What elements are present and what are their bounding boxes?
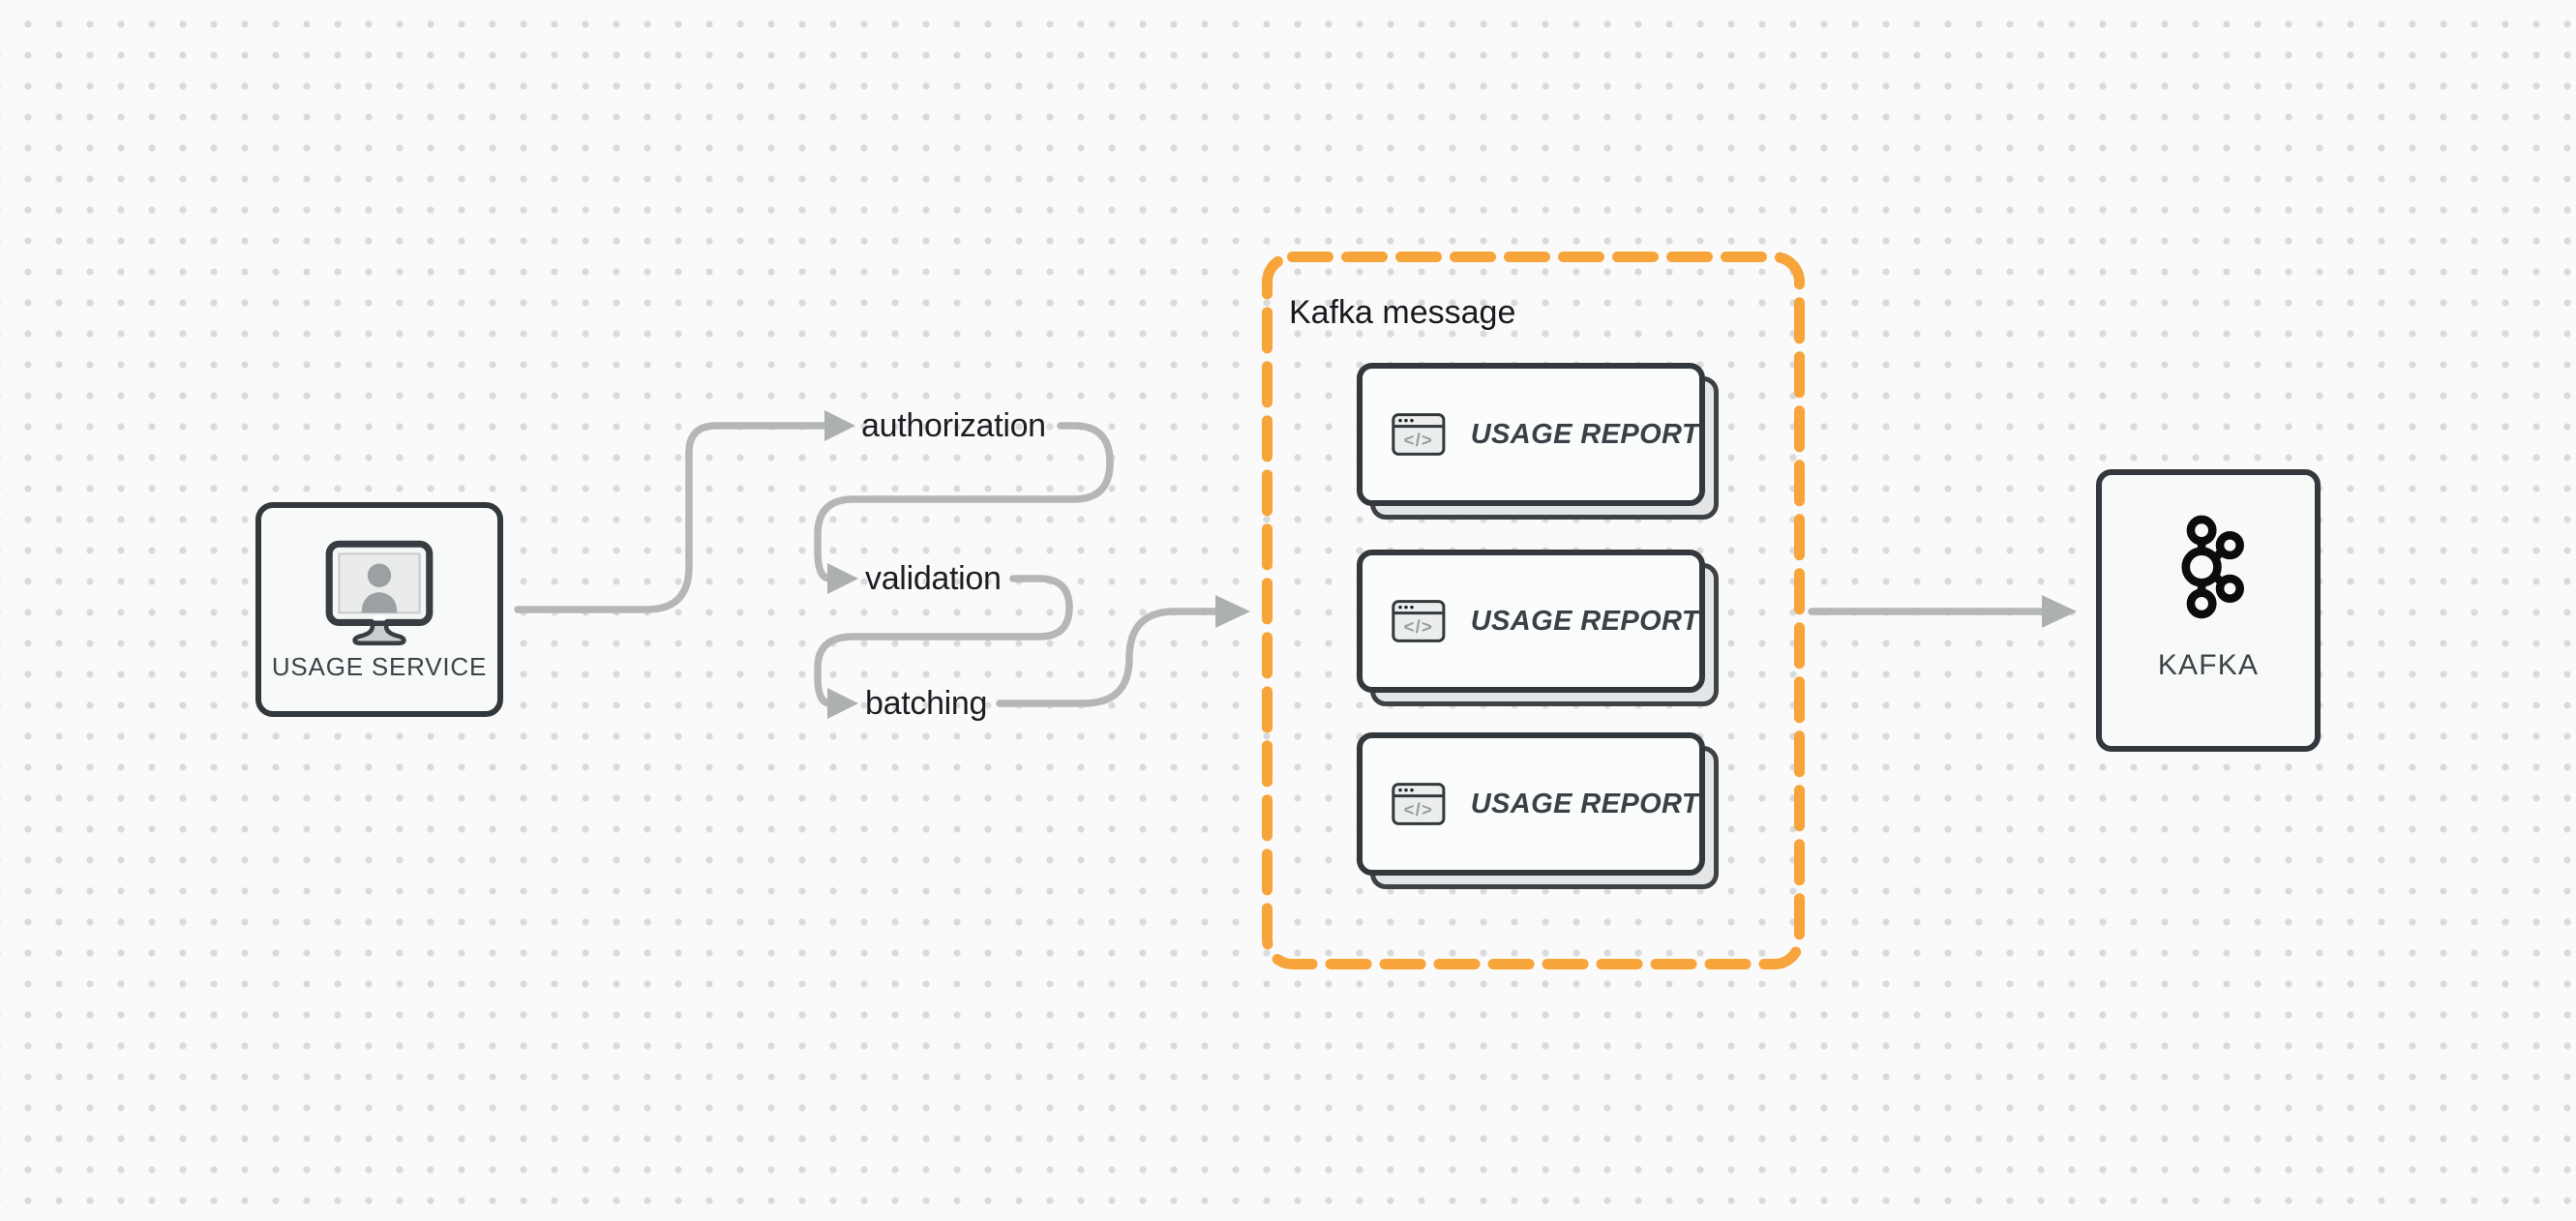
usage-report-label: USAGE REPORT bbox=[1470, 788, 1699, 819]
kafka-logo-icon bbox=[2181, 515, 2244, 619]
arrowhead-kafka-message bbox=[1215, 595, 1250, 628]
monitor-user-icon bbox=[325, 540, 434, 645]
connector-validation-to-batching[interactable] bbox=[814, 575, 1073, 707]
usage-report-label: USAGE REPORT bbox=[1470, 605, 1699, 637]
usage-report-card[interactable]: </> USAGE REPORT bbox=[1357, 550, 1719, 706]
usage-service-label: USAGE SERVICE bbox=[271, 651, 488, 681]
usage-service-node[interactable]: USAGE SERVICE bbox=[255, 502, 503, 717]
kafka-message-group-border[interactable] bbox=[1262, 252, 1805, 969]
arrowhead-kafka bbox=[2042, 595, 2077, 628]
usage-report-card[interactable]: </> USAGE REPORT bbox=[1357, 732, 1719, 889]
kafka-node[interactable]: KAFKA bbox=[2096, 469, 2321, 752]
step-label-batching: batching bbox=[865, 685, 988, 722]
svg-text:</>: </> bbox=[1404, 799, 1433, 819]
usage-report-label: USAGE REPORT bbox=[1470, 418, 1699, 450]
step-label-validation: validation bbox=[865, 560, 1002, 597]
code-window-icon: </> bbox=[1392, 783, 1446, 825]
svg-text:</>: </> bbox=[1404, 616, 1433, 637]
arrowhead-validation bbox=[827, 563, 858, 594]
svg-text:</>: </> bbox=[1404, 430, 1433, 450]
kafka-message-group-label: Kafka message bbox=[1289, 294, 1516, 331]
kafka-label: KAFKA bbox=[2157, 649, 2260, 681]
arrowhead-authorization bbox=[824, 410, 855, 441]
usage-report-card[interactable]: </> USAGE REPORT bbox=[1357, 363, 1719, 520]
code-window-icon: </> bbox=[1392, 413, 1446, 456]
connector-usage-service-to-authorization[interactable] bbox=[514, 422, 828, 613]
code-window-icon: </> bbox=[1392, 600, 1446, 642]
step-label-authorization: authorization bbox=[861, 407, 1046, 444]
connector-batching-to-kafka-message[interactable] bbox=[996, 608, 1219, 707]
connector-authorization-to-validation[interactable] bbox=[814, 422, 1114, 582]
arrowhead-batching bbox=[827, 688, 858, 719]
